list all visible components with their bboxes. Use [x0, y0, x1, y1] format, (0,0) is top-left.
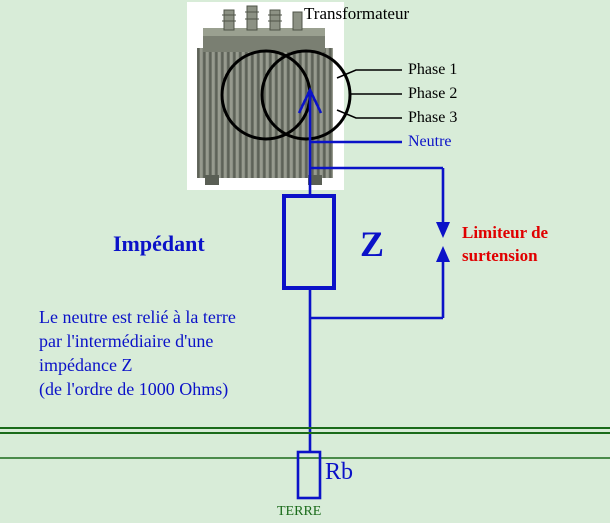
- description-line-1: Le neutre est relié à la terre: [39, 307, 236, 327]
- impedance-label: Impédant: [113, 231, 205, 256]
- phase-2-label: Phase 2: [408, 85, 458, 102]
- impedance-box: [282, 194, 336, 290]
- description-line-4: (de l'ordre de 1000 Ohms): [39, 379, 229, 399]
- description-line-2: par l'intermédiaire d'une: [39, 331, 214, 351]
- impedance-symbol: Z: [360, 224, 385, 264]
- limiter-arrows: [436, 222, 450, 262]
- limiter-label-line1: Limiteur de: [462, 223, 549, 242]
- phase-1-label: Phase 1: [408, 61, 458, 78]
- phase-3-label: Phase 3: [408, 109, 458, 126]
- transformer-title: Transformateur: [304, 4, 410, 23]
- limiter-label-line2: surtension: [462, 246, 538, 265]
- phase-lines: [336, 69, 402, 119]
- earth-resistance-box: [296, 450, 322, 500]
- neutral-label: Neutre: [408, 133, 452, 150]
- ground-lines: [0, 427, 610, 459]
- transformer-picture: [187, 2, 344, 190]
- wiring: [297, 86, 445, 452]
- earth-label: TERRE: [277, 504, 322, 519]
- resistance-label: Rb: [325, 459, 354, 485]
- description-line-3: impédance Z: [39, 355, 133, 375]
